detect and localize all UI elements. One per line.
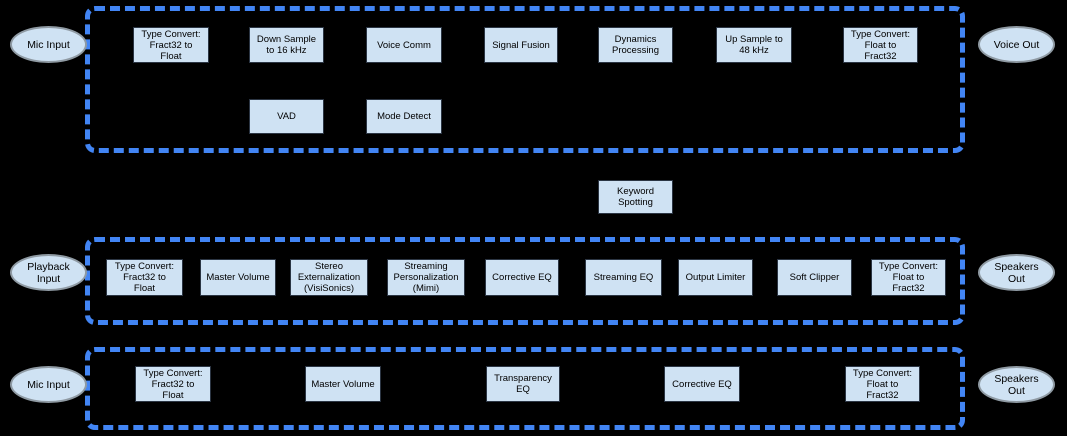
block-type-convert-float-to-fract32: Type Convert: Float to Fract32: [871, 259, 946, 296]
block-transparency-eq: Transparency EQ: [486, 366, 560, 402]
io-voice-out: Voice Out: [978, 26, 1055, 63]
block-master-volume: Master Volume: [305, 366, 381, 402]
block-signal-fusion: Signal Fusion: [484, 27, 558, 63]
block-type-convert-fract32-to-float: Type Convert: Fract32 to Float: [135, 366, 211, 402]
block-mode-detect: Mode Detect: [366, 99, 442, 134]
io-speakers-out: Speakers Out: [978, 366, 1055, 403]
voice-pipeline-group: [85, 6, 965, 153]
block-voice-comm: Voice Comm: [366, 27, 442, 63]
block-streaming-eq: Streaming EQ: [585, 259, 662, 296]
block-keyword-spotting: Keyword Spotting: [598, 180, 673, 214]
block-output-limiter: Output Limiter: [678, 259, 753, 296]
block-type-convert-float-to-fract32: Type Convert: Float to Fract32: [843, 27, 918, 63]
block-master-volume: Master Volume: [200, 259, 276, 296]
block-type-convert-fract32-to-float: Type Convert: Fract32 to Float: [133, 27, 209, 63]
block-streaming-personalization: Streaming Personalization (Mimi): [387, 259, 465, 296]
block-type-convert-float-to-fract32: Type Convert: Float to Fract32: [845, 366, 920, 402]
block-down-sample-16khz: Down Sample to 16 kHz: [249, 27, 324, 63]
io-speakers-out: Speakers Out: [978, 254, 1055, 291]
io-mic-input: Mic Input: [10, 26, 87, 63]
io-playback-input: Playback Input: [10, 254, 87, 291]
block-up-sample-48khz: Up Sample to 48 kHz: [716, 27, 792, 63]
block-dynamics-processing: Dynamics Processing: [598, 27, 673, 63]
block-corrective-eq: Corrective EQ: [485, 259, 559, 296]
block-corrective-eq: Corrective EQ: [664, 366, 740, 402]
block-soft-clipper: Soft Clipper: [777, 259, 852, 296]
block-vad: VAD: [249, 99, 324, 134]
block-type-convert-fract32-to-float: Type Convert: Fract32 to Float: [106, 259, 183, 296]
playback-pipeline-group: [85, 237, 965, 325]
io-mic-input: Mic Input: [10, 366, 87, 403]
mic-passthrough-pipeline-group: [85, 347, 965, 430]
block-stereo-externalization: Stereo Externalization (VisiSonics): [290, 259, 368, 296]
